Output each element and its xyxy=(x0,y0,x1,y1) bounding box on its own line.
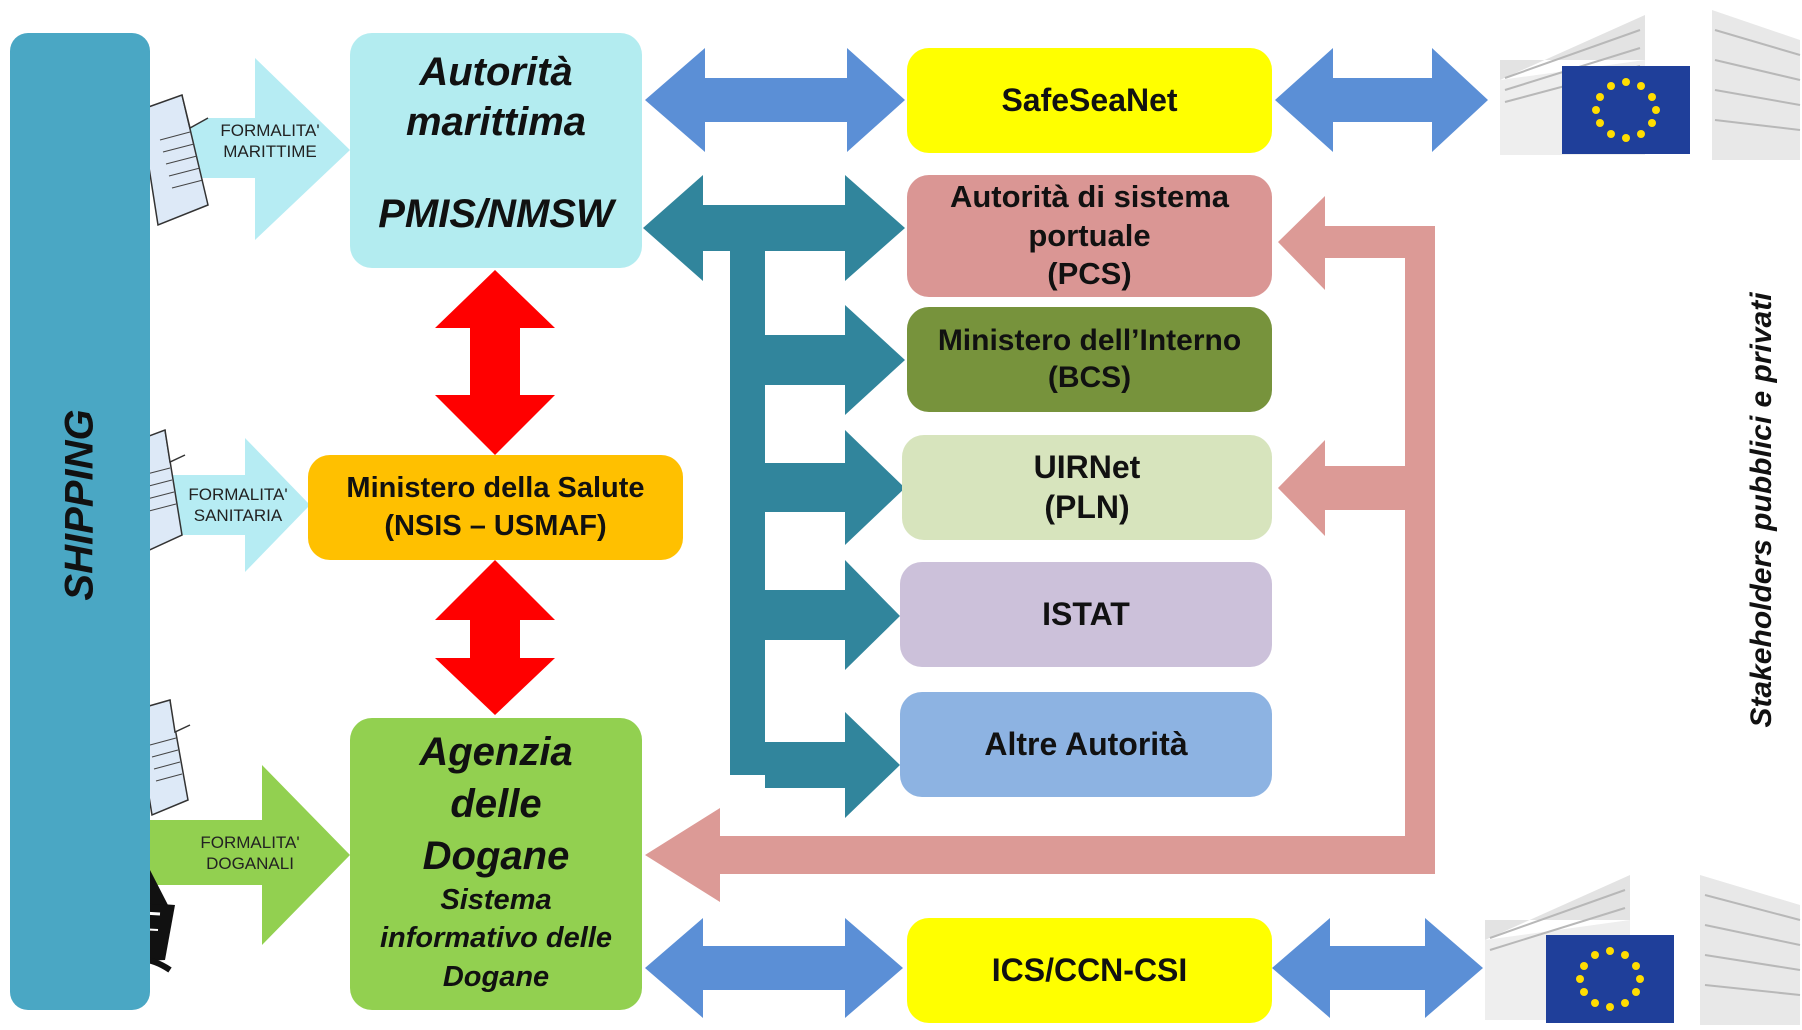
autorita-marittima-box: Autorità marittima PMIS/NMSW xyxy=(350,33,642,268)
interno-line1: Ministero dell’Interno xyxy=(937,323,1242,357)
shipping-bar xyxy=(10,33,150,1010)
stakeholders-label: Stakeholders pubblici e privati xyxy=(1745,292,1778,728)
agenzia-line2: delle xyxy=(450,782,542,826)
altre-autorita-box: Altre Autorità xyxy=(900,692,1272,797)
safeseanet-label: SafeSeaNet xyxy=(1001,81,1178,118)
arrow-salute-agenzia xyxy=(435,560,555,715)
uirnet-box: UIRNet (PLN) xyxy=(902,435,1272,540)
arrow-safeseanet-eu xyxy=(1275,48,1488,152)
eu-flag-icon xyxy=(1546,935,1674,1023)
agenzia-line6: Dogane xyxy=(442,961,550,994)
arrow-agenzia-ics xyxy=(645,918,903,1018)
agenzia-line3: Dogane xyxy=(422,834,570,878)
autorita-line3: PMIS/NMSW xyxy=(378,192,614,236)
agenzia-line1: Agenzia xyxy=(419,730,573,774)
uirnet-line2: (PLN) xyxy=(1044,488,1130,525)
ics-label: ICS/CCN-CSI xyxy=(991,951,1188,988)
ministero-interno-box: Ministero dell’Interno (BCS) xyxy=(907,307,1272,412)
shipping-label: SHIPPING xyxy=(57,409,102,601)
istat-box: ISTAT xyxy=(900,562,1272,667)
pink-feedback-arrows xyxy=(645,196,1435,902)
arrow-sanitaria xyxy=(168,438,310,572)
agenzia-line4: Sistema xyxy=(440,884,552,916)
arrow-ics-eu xyxy=(1272,918,1483,1018)
arrow-autorita-salute xyxy=(435,270,555,455)
agenzia-line5: informativo delle xyxy=(379,921,613,954)
teal-distribution-arrows xyxy=(643,175,905,818)
pcs-line3: (PCS) xyxy=(1047,256,1132,292)
ics-ccn-csi-box: ICS/CCN-CSI xyxy=(907,918,1272,1023)
interno-line2: (BCS) xyxy=(1047,360,1132,394)
document-icon xyxy=(139,94,209,227)
agenzia-dogane-box: Agenzia delle Dogane Sistema informativo… xyxy=(350,718,642,1010)
altre-label: Altre Autorità xyxy=(984,725,1188,762)
formalita-marittime-label: FORMALITA'MARITTIME xyxy=(220,121,320,162)
salute-line1: Ministero della Salute xyxy=(346,471,645,504)
arrow-autorita-safeseanet xyxy=(645,48,905,152)
autorita-line2: marittima xyxy=(405,100,587,144)
formalita-doganali-label: FORMALITA'DOGANALI xyxy=(200,833,300,874)
pcs-line2: portuale xyxy=(1028,217,1151,253)
formalita-sanitaria-label: FORMALITA'SANITARIA xyxy=(188,485,288,526)
autorita-line1: Autorità xyxy=(419,50,573,94)
arrow-marittime xyxy=(150,58,350,240)
eu-flag-icon xyxy=(1562,66,1690,154)
istat-label: ISTAT xyxy=(1042,595,1130,632)
safeseanet-box: SafeSeaNet xyxy=(907,48,1272,153)
pcs-line1: Autorità di sistema xyxy=(949,178,1230,214)
autorita-portuale-box: Autorità di sistema portuale (PCS) xyxy=(907,175,1272,297)
uirnet-line1: UIRNet xyxy=(1033,449,1141,486)
ministero-salute-box: Ministero della Salute (NSIS – USMAF) xyxy=(308,455,683,560)
arrow-doganali xyxy=(150,765,350,945)
salute-line2: (NSIS – USMAF) xyxy=(384,509,607,542)
